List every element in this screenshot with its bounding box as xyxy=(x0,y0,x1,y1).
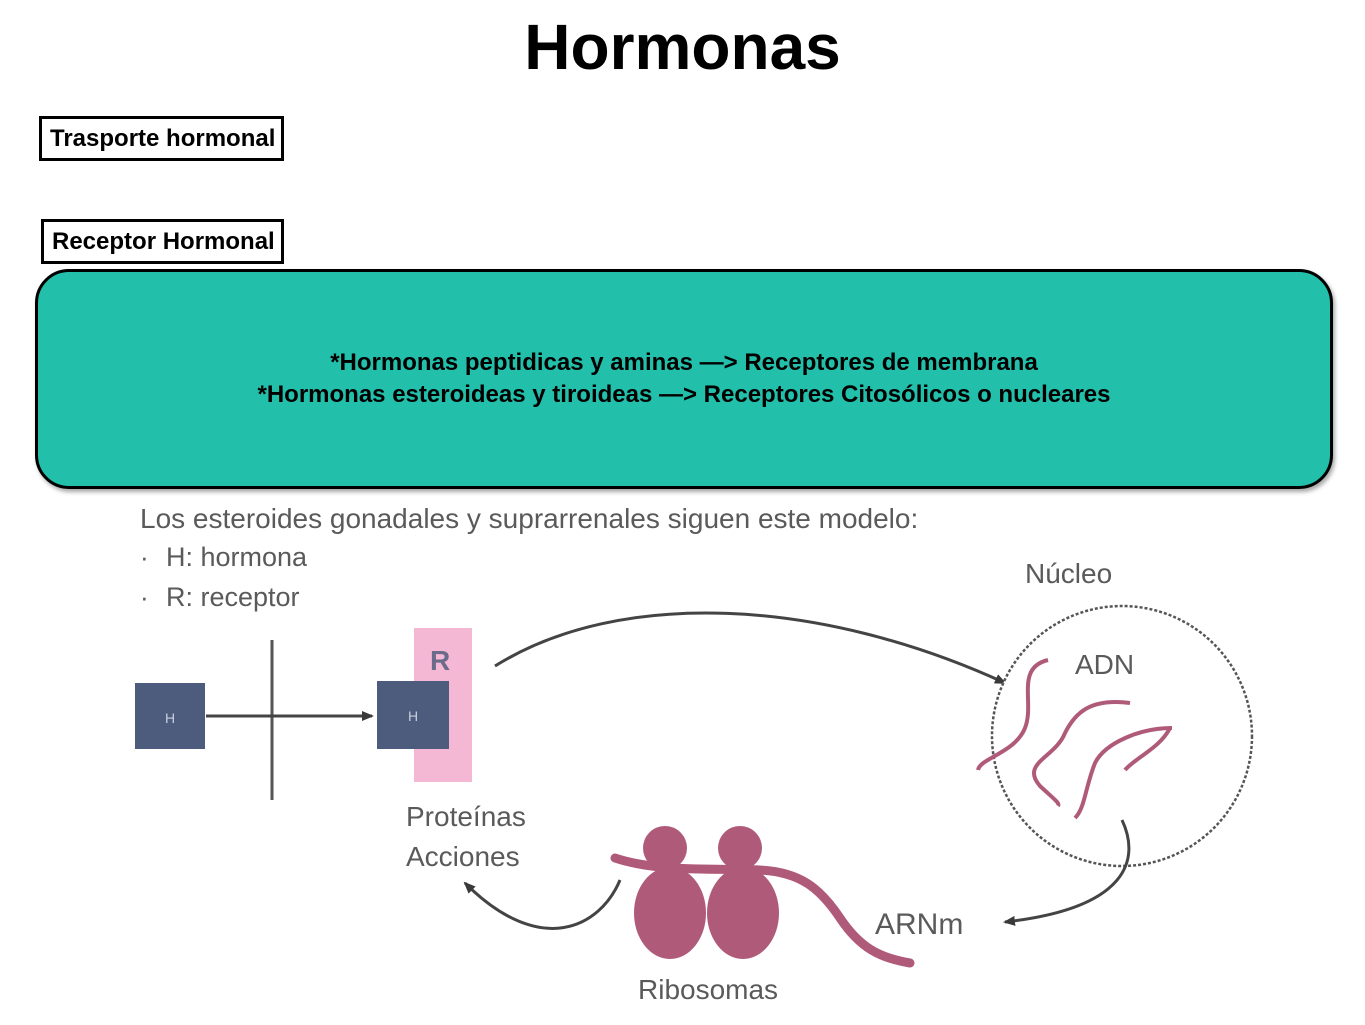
ribosome-small-left xyxy=(643,826,687,870)
nucleus-label: Núcleo xyxy=(1025,558,1112,589)
receptor-label: R xyxy=(430,645,450,676)
steroid-model-diagram: Los esteroides gonadales y suprarrenales… xyxy=(100,488,1310,1020)
hormone-receptor-complex xyxy=(377,681,449,749)
dna-strand-4 xyxy=(1123,727,1172,772)
info-line-peptide: *Hormonas peptidicas y aminas —> Recepto… xyxy=(330,349,1038,376)
proteins-label: Proteínas xyxy=(406,801,526,832)
page-title: Hormonas xyxy=(524,11,841,83)
complex-to-nucleus-arrow xyxy=(494,611,1007,685)
dna-label: ADN xyxy=(1075,649,1134,680)
complex-box-label: H xyxy=(408,708,418,724)
ribosome-large-left xyxy=(634,867,706,959)
ribosome-large-right xyxy=(707,867,779,959)
actions-label: Acciones xyxy=(406,841,520,872)
figure-caption: Los esteroides gonadales y suprarrenales… xyxy=(140,503,918,534)
info-box: *Hormonas peptidicas y aminas —> Recepto… xyxy=(35,269,1333,489)
nucleus-to-mrna-arrow xyxy=(1003,819,1131,926)
dna-strand-1 xyxy=(976,658,1049,771)
legend-receptor: R: receptor xyxy=(166,582,300,612)
ribosomes-label: Ribosomas xyxy=(638,974,778,1005)
mrna-label: ARNm xyxy=(875,908,963,941)
mrna-strand xyxy=(610,853,915,968)
dna-strand-3 xyxy=(1073,726,1173,820)
ribosome-small-right xyxy=(718,826,762,870)
dna-strand-2 xyxy=(1031,700,1131,808)
hormone-box-label: H xyxy=(165,710,175,726)
legend-bullet-2: · xyxy=(140,582,149,612)
ribosomes-to-proteins-arrow xyxy=(463,879,622,930)
legend-hormone: H: hormona xyxy=(166,542,308,572)
info-line-steroid: *Hormonas esteroideas y tiroideas —> Rec… xyxy=(257,381,1111,408)
receptor-tag: Receptor Hormonal xyxy=(41,219,284,264)
nucleus xyxy=(990,604,1254,868)
legend-bullet-1: · xyxy=(140,542,149,572)
hormone-box xyxy=(135,683,205,749)
transport-tag: Trasporte hormonal xyxy=(39,116,285,161)
